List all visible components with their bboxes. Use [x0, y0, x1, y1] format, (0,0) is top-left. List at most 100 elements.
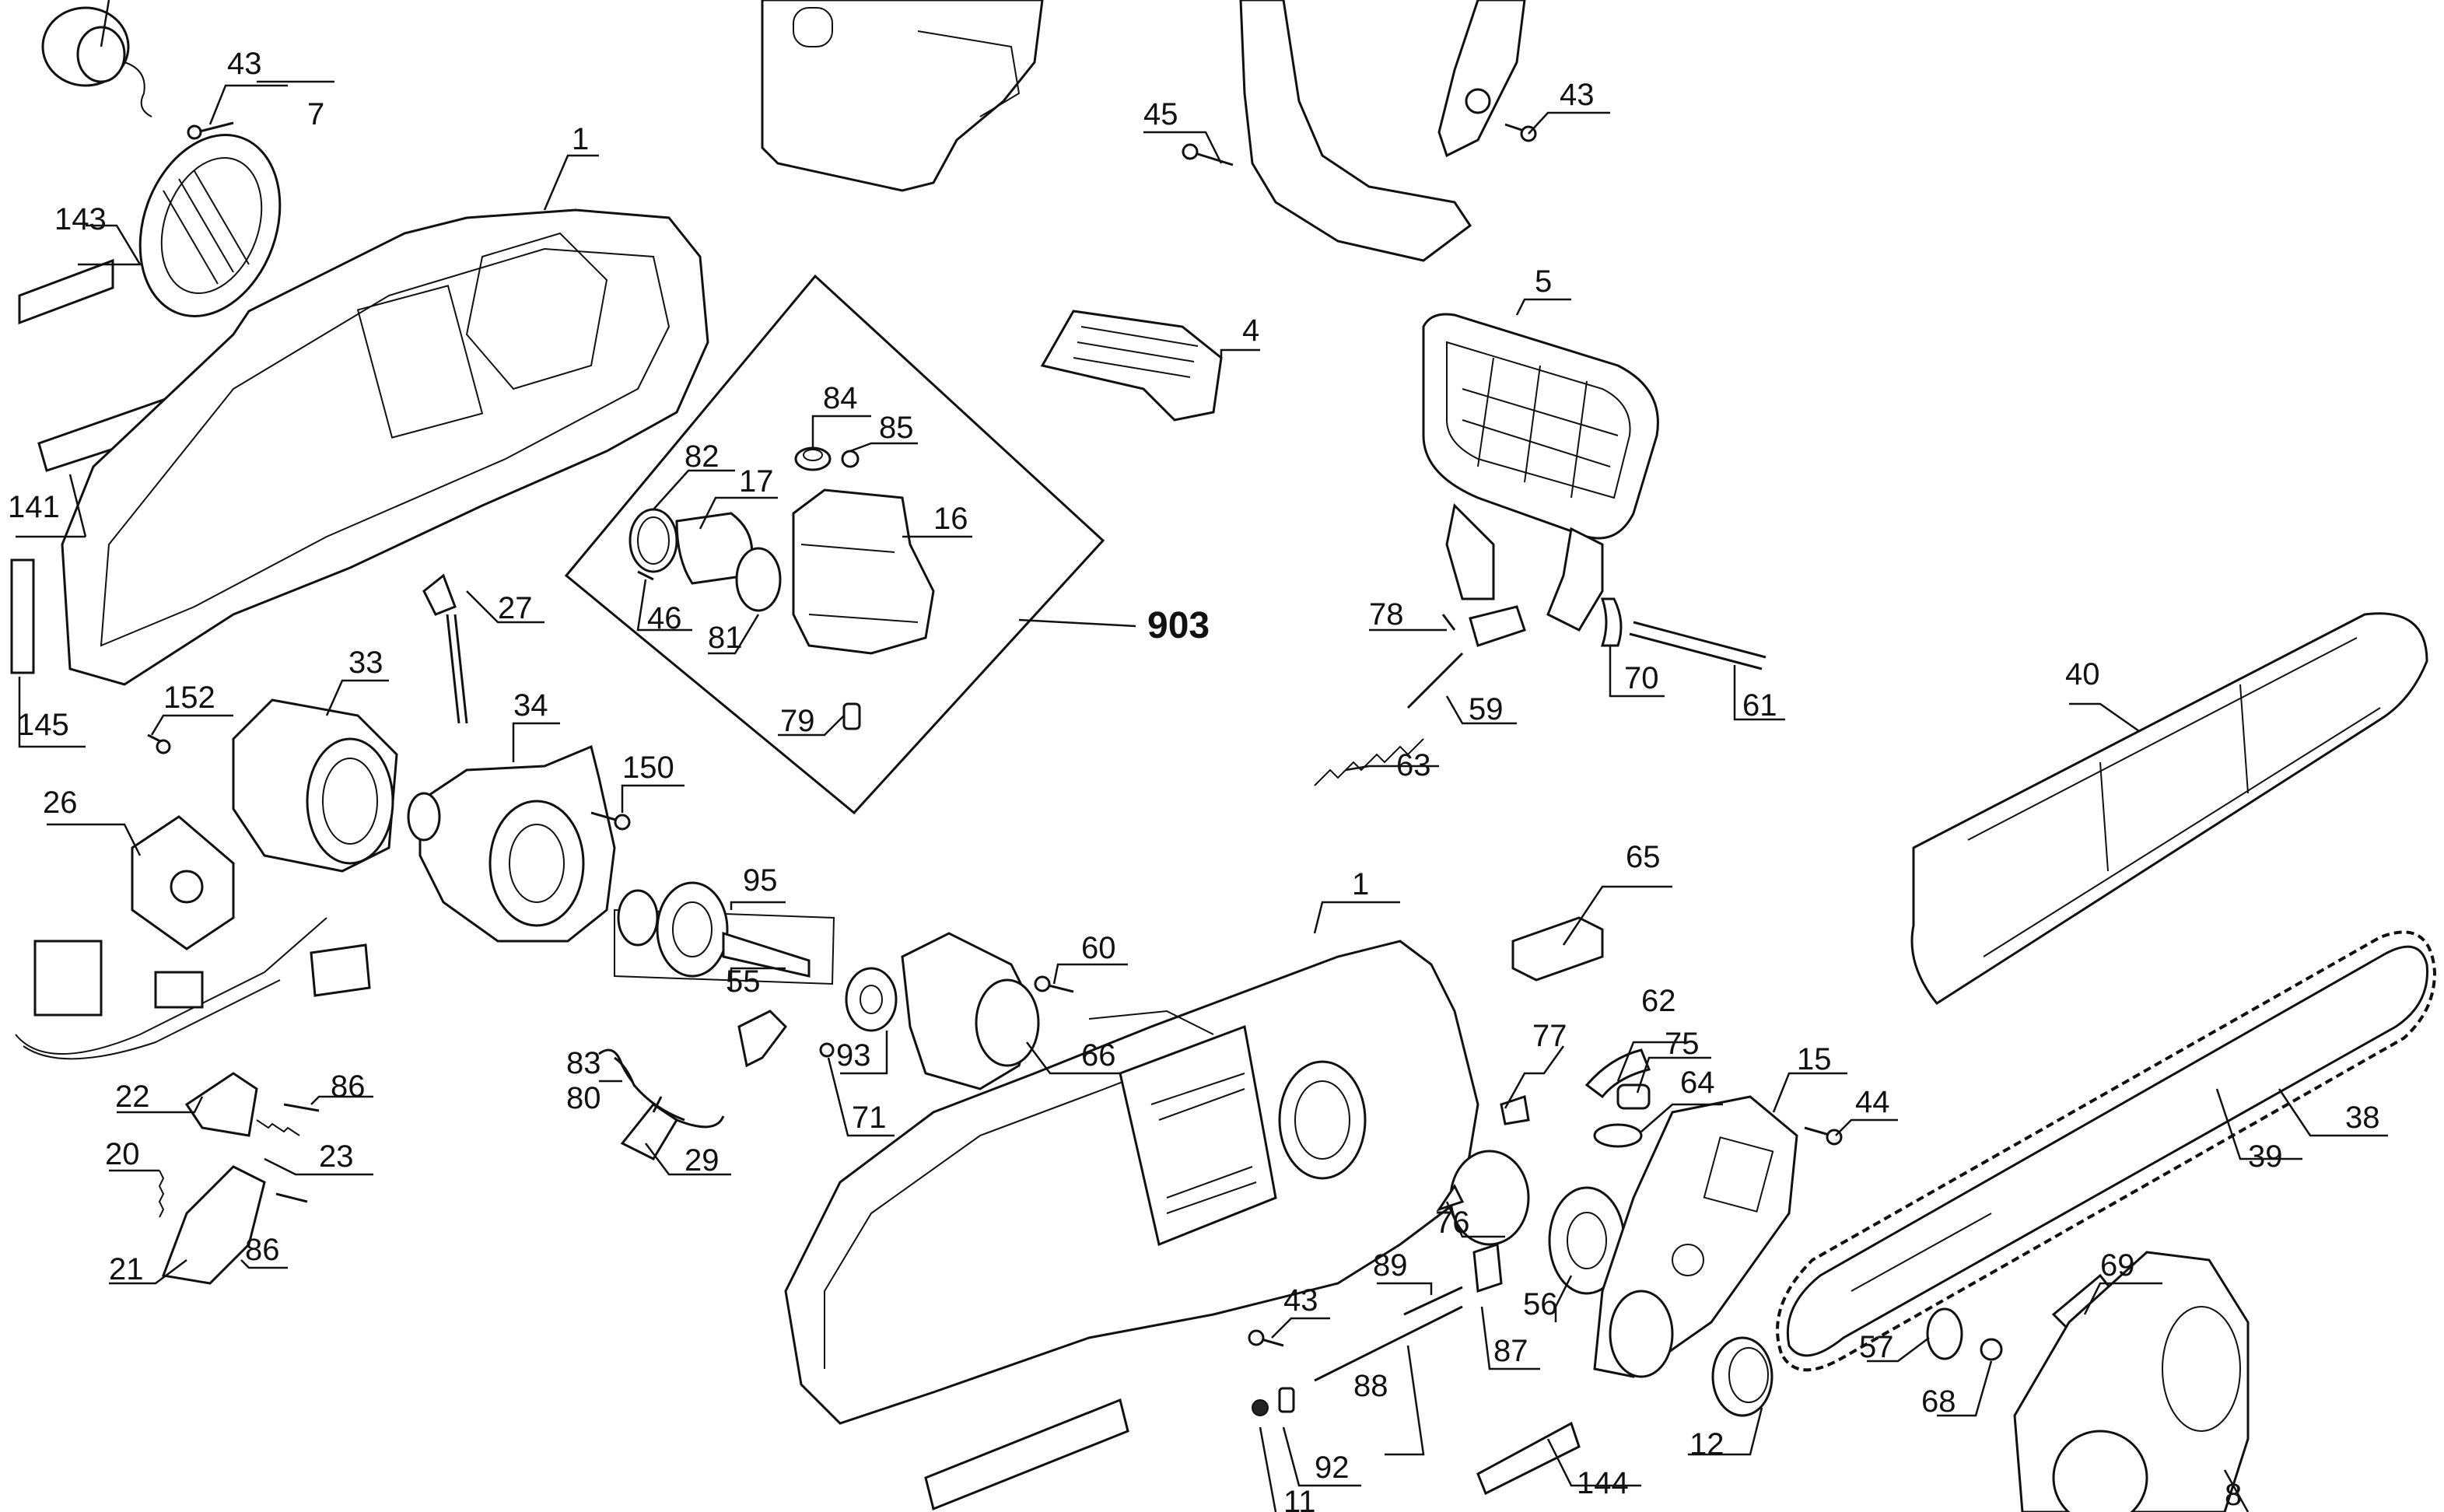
label-12: 12 [1689, 1427, 1724, 1461]
bottom-sticker-parts [924, 1398, 1581, 1511]
callout-labels: 43 7 1 143 141 145 27 152 33 34 26 150 9… [8, 47, 2380, 1512]
label-145: 145 [17, 708, 69, 742]
label-86-lower: 86 [245, 1233, 280, 1267]
label-141: 141 [8, 490, 60, 524]
label-33: 33 [348, 646, 383, 680]
oil-pump-assembly-box [564, 274, 1136, 815]
label-8: 8 [2225, 1478, 2242, 1512]
oil-pump-part [792, 488, 935, 655]
stator-part-33 [232, 698, 398, 873]
switch-box-part [761, 0, 1044, 192]
bar-nut-parts [1926, 1273, 2118, 1361]
fitting-part-79 [842, 702, 861, 730]
left-housing-part [61, 208, 709, 686]
top-right-lever-part [1437, 0, 1526, 158]
label-80: 80 [566, 1081, 601, 1115]
label-84: 84 [823, 381, 858, 415]
trigger-lever-parts [1314, 597, 1766, 786]
label-87: 87 [1493, 1334, 1528, 1368]
label-43-top-left: 43 [227, 47, 262, 81]
label-79: 79 [780, 704, 815, 738]
label-64: 64 [1680, 1066, 1715, 1100]
pin-and-rod-parts [1248, 1242, 1503, 1416]
leader-lines [16, 0, 2388, 1512]
label-20: 20 [105, 1137, 140, 1171]
right-housing-part [784, 940, 1479, 1425]
sprocket-cover-part-8 [2013, 1251, 2250, 1512]
label-16: 16 [933, 502, 968, 536]
screw-part-152 [147, 733, 171, 754]
label-15: 15 [1797, 1042, 1832, 1076]
label-92: 92 [1315, 1451, 1350, 1485]
label-143: 143 [54, 202, 107, 236]
label-44: 44 [1855, 1085, 1890, 1119]
label-21: 21 [109, 1252, 144, 1286]
trigger-parts [158, 1072, 320, 1285]
screw-part-44 [1804, 1126, 1843, 1146]
screw-part-150 [590, 811, 631, 831]
label-152: 152 [163, 681, 215, 715]
oil-hose-part [598, 1048, 725, 1129]
label-26: 26 [43, 786, 78, 820]
label-45: 45 [1143, 97, 1178, 131]
label-29: 29 [685, 1143, 720, 1178]
screw-part-43b [1504, 123, 1537, 142]
label-22: 22 [115, 1080, 150, 1114]
label-62: 62 [1641, 984, 1676, 1018]
label-71: 71 [852, 1101, 887, 1135]
label-78: 78 [1369, 597, 1404, 632]
label-144: 144 [1577, 1466, 1629, 1500]
label-40: 40 [2065, 657, 2100, 691]
label-89: 89 [1373, 1248, 1408, 1283]
label-34: 34 [513, 688, 548, 723]
vent-part-4 [1040, 310, 1223, 422]
label-77: 77 [1532, 1019, 1567, 1053]
label-65: 65 [1626, 840, 1661, 874]
label-81: 81 [708, 621, 743, 655]
label-82: 82 [685, 439, 720, 474]
front-handle-part [1239, 0, 1472, 262]
valve-part-29 [620, 1096, 679, 1160]
label-85: 85 [879, 411, 914, 445]
label-83: 83 [566, 1046, 601, 1080]
pump-housing-parts [629, 508, 782, 612]
pin-part-45 [1182, 143, 1234, 166]
fan-cover-part [138, 134, 282, 317]
label-38: 38 [2345, 1101, 2380, 1135]
label-70: 70 [1624, 661, 1659, 695]
label-55: 55 [726, 964, 761, 999]
screw-part-43a [187, 121, 234, 140]
label-57: 57 [1859, 1330, 1894, 1364]
label-43-bottom: 43 [1283, 1283, 1318, 1318]
label-75: 75 [1665, 1027, 1700, 1061]
chain-bar-part [1776, 930, 2437, 1372]
label-27: 27 [498, 591, 533, 625]
cable-part-27 [422, 573, 468, 724]
small-bushing-parts [1584, 1048, 1651, 1148]
circuit-board-part-26 [15, 815, 371, 1060]
label-4: 4 [1242, 313, 1259, 348]
label-63: 63 [1396, 748, 1431, 782]
label-23: 23 [319, 1139, 354, 1174]
label-1-left-housing: 1 [572, 122, 589, 156]
oil-cap-parts [794, 446, 860, 471]
label-903-assembly: 903 [1147, 605, 1210, 646]
label-1-right-housing: 1 [1352, 867, 1369, 901]
motor-part-34 [407, 744, 616, 943]
label-39: 39 [2248, 1139, 2283, 1174]
gear-assembly-part-95 [614, 881, 835, 985]
label-150: 150 [622, 751, 674, 785]
label-69: 69 [2100, 1248, 2135, 1283]
drive-parts [737, 932, 1074, 1090]
label-17: 17 [739, 464, 774, 499]
label-46: 46 [647, 601, 682, 635]
cover-plate-part-15 [1593, 1095, 1798, 1378]
label-61: 61 [1742, 688, 1777, 723]
label-76: 76 [1435, 1206, 1470, 1240]
label-95: 95 [743, 863, 778, 898]
label-93: 93 [836, 1038, 871, 1073]
label-60: 60 [1081, 931, 1116, 965]
label-11: 11 [1283, 1485, 1316, 1512]
top-left-spring-assembly [41, 6, 152, 117]
